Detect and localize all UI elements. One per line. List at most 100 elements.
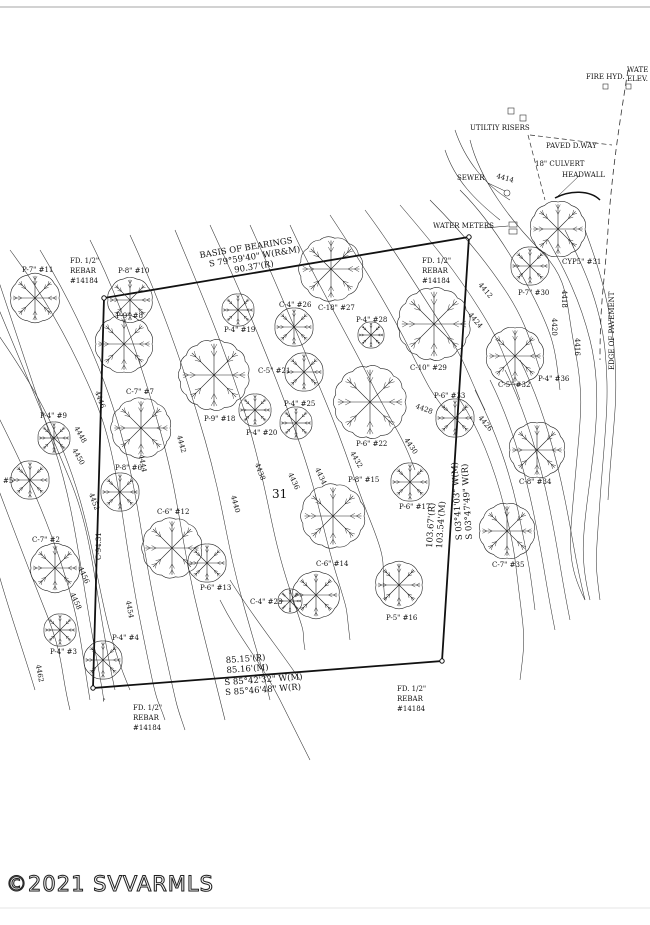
tree-label: C-6" #14 bbox=[316, 560, 349, 568]
monument-label-line: FD. 1/2" bbox=[70, 257, 99, 265]
water-elevation-label: ELEV. bbox=[627, 75, 648, 83]
tree-label: P-8" #6 bbox=[115, 464, 142, 472]
tree-icon bbox=[510, 246, 550, 286]
tree-icon bbox=[277, 588, 303, 614]
contour-label: 4454 bbox=[124, 600, 135, 619]
mls-watermark: ©2021 SVVARMLS bbox=[6, 872, 214, 897]
tree-label: P-6" #33 bbox=[434, 392, 465, 400]
contour-label: 4428 bbox=[414, 402, 433, 416]
tree-icon bbox=[279, 406, 313, 440]
tree-icon bbox=[509, 422, 565, 478]
tree-icon bbox=[292, 570, 340, 620]
tree-label: #5 bbox=[3, 477, 13, 485]
tree-label: P-8" #10 bbox=[118, 267, 149, 275]
tree-icon bbox=[178, 339, 250, 411]
rebar-monument-icon bbox=[101, 295, 107, 301]
tree-label: P-7" #11 bbox=[22, 266, 53, 274]
tree-icon bbox=[10, 460, 50, 500]
utility-risers-label: UTILTIY RISERS bbox=[470, 124, 530, 132]
paved-driveway-label: PAVED D.WAY bbox=[546, 142, 597, 150]
tree-icon bbox=[375, 560, 423, 610]
tree-label: P-7" #30 bbox=[518, 289, 549, 297]
contour-label: 4448 bbox=[72, 425, 88, 444]
tree-label: P-4" #28 bbox=[356, 316, 387, 324]
contour-label: 4458 bbox=[68, 591, 83, 611]
tree-label: CYP5" #31 bbox=[562, 258, 601, 266]
tree-icon bbox=[357, 321, 385, 349]
rebar-monument-icon bbox=[90, 685, 96, 691]
tree-label: P-4" #36 bbox=[538, 375, 570, 383]
sewer-label: SEWER bbox=[457, 174, 485, 182]
leader-line bbox=[487, 182, 506, 192]
monument-label-line: #14184 bbox=[133, 724, 162, 732]
tree-icon bbox=[107, 276, 153, 324]
tree-icon bbox=[274, 307, 314, 347]
tree-icon bbox=[221, 293, 255, 327]
tree-icon bbox=[141, 517, 203, 579]
east-line-bearing-measured: S 03°41'03" W(M) bbox=[449, 462, 465, 541]
tree-label: P-6" #13 bbox=[200, 584, 231, 592]
tree-label: C-10" #29 bbox=[410, 364, 447, 372]
tree-icon bbox=[397, 287, 471, 361]
tree-icon bbox=[100, 472, 140, 512]
contour-label: 4434 bbox=[313, 466, 328, 486]
tree-label: C-4" #23 bbox=[250, 598, 282, 606]
monument-label-line: #14184 bbox=[70, 277, 99, 285]
contour-lines bbox=[0, 129, 617, 761]
monument-label-line: FD. 1/2" bbox=[422, 257, 451, 265]
tree-label: P-4" #19 bbox=[224, 326, 255, 334]
rebar-monument-icon bbox=[439, 658, 445, 664]
tree-icon bbox=[486, 327, 544, 385]
tree-label: C-4" #26 bbox=[279, 301, 312, 309]
tree-icon bbox=[187, 543, 227, 583]
driveway-line bbox=[529, 134, 613, 146]
sewer-cleanout-icon bbox=[503, 189, 511, 197]
contour-label: 4438 bbox=[253, 462, 267, 481]
fire-hydrant-icon bbox=[602, 83, 609, 90]
monument-label: FD. 1/2" REBAR #14184 bbox=[70, 257, 99, 285]
leader-line bbox=[484, 225, 509, 229]
tree-label: P-6" #17 bbox=[399, 503, 430, 511]
edge-of-pavement-label: EDGE OF PAVEMENT bbox=[608, 291, 616, 370]
water-elevation-icon bbox=[625, 83, 632, 90]
east-line-distance-record: 103.67'(R) bbox=[424, 502, 438, 548]
culvert-label: 18" CULVERT bbox=[535, 160, 585, 168]
headwall-label: HEADWALL bbox=[562, 171, 605, 179]
water-elevation-label: WATE bbox=[627, 66, 648, 74]
contour-label: 4420 bbox=[550, 318, 558, 336]
monument-label-line: FD. 1/2" bbox=[397, 685, 426, 693]
contour-label: 4440 bbox=[229, 494, 241, 513]
monument-label-line: REBAR bbox=[422, 267, 449, 275]
monument-label-line: REBAR bbox=[70, 267, 97, 275]
tree-icon bbox=[390, 462, 430, 502]
tree-icon bbox=[333, 365, 407, 439]
tree-label: C-6" #12 bbox=[157, 508, 189, 516]
monument-label: FD. 1/2" REBAR #14184 bbox=[133, 704, 162, 732]
tree-label: P-8" #15 bbox=[348, 476, 379, 484]
contour-label: 4426 bbox=[476, 414, 494, 433]
tree-icon bbox=[284, 352, 324, 392]
tree-label: P-9" #8 bbox=[116, 312, 143, 320]
driveway-line bbox=[527, 134, 546, 201]
tree-icon bbox=[37, 421, 71, 455]
tree-icon bbox=[530, 201, 586, 257]
monument-label: FD. 1/2" REBAR #14184 bbox=[397, 685, 426, 713]
tree-label: C-7" #2 bbox=[32, 536, 60, 544]
tree-label: P-5" #16 bbox=[386, 614, 418, 622]
tree-icon bbox=[95, 315, 153, 373]
tree-icon bbox=[298, 236, 364, 302]
contour-label: 4432 bbox=[348, 450, 364, 469]
contour-label: 4414 bbox=[495, 172, 515, 184]
tree-icon bbox=[83, 640, 123, 680]
east-line-distance-measured: 103.54'(M) bbox=[434, 501, 448, 549]
water-meter-icon bbox=[508, 228, 518, 235]
tree-label: C-5" #21 bbox=[258, 367, 290, 375]
monument-label-line: REBAR bbox=[397, 695, 424, 703]
tree-icon bbox=[43, 613, 77, 647]
tree-icon bbox=[479, 503, 535, 559]
tree-label: P-4" #25 bbox=[284, 400, 315, 408]
west-line-label: C-94.31 bbox=[95, 532, 103, 560]
tree-label: P-9" #18 bbox=[204, 415, 235, 423]
